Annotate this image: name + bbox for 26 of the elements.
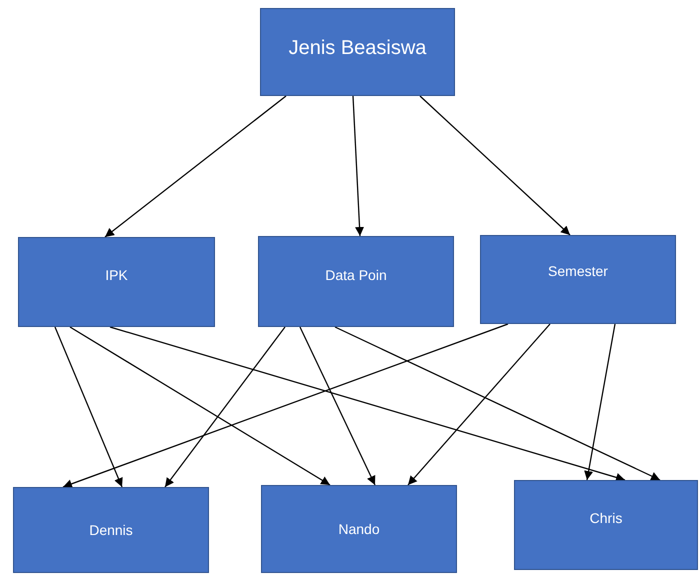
process-box bbox=[13, 487, 209, 573]
process-box bbox=[480, 235, 676, 324]
arrow bbox=[164, 326, 286, 488]
arrow bbox=[408, 324, 550, 486]
box-label: IPK bbox=[105, 267, 128, 283]
process-box bbox=[261, 485, 457, 573]
arrow bbox=[54, 326, 123, 488]
arrow bbox=[70, 326, 330, 486]
box-label: Nando bbox=[338, 521, 380, 537]
arrow bbox=[62, 323, 508, 488]
box-label: Chris bbox=[590, 510, 622, 526]
arrow bbox=[584, 324, 616, 480]
process-box bbox=[260, 8, 455, 96]
arrow bbox=[334, 326, 660, 481]
arrow bbox=[299, 326, 376, 486]
box-label: Semester bbox=[548, 262, 608, 278]
process-box bbox=[258, 236, 454, 327]
box-label: Data Poin bbox=[325, 266, 387, 282]
arrow bbox=[104, 96, 286, 238]
box-label: Jenis Beasiswa bbox=[288, 36, 426, 60]
process-box bbox=[18, 237, 215, 327]
box-label: Dennis bbox=[89, 522, 133, 538]
arrow bbox=[420, 96, 570, 236]
process-box bbox=[514, 480, 698, 570]
arrow bbox=[352, 96, 364, 236]
arrow bbox=[110, 326, 626, 482]
